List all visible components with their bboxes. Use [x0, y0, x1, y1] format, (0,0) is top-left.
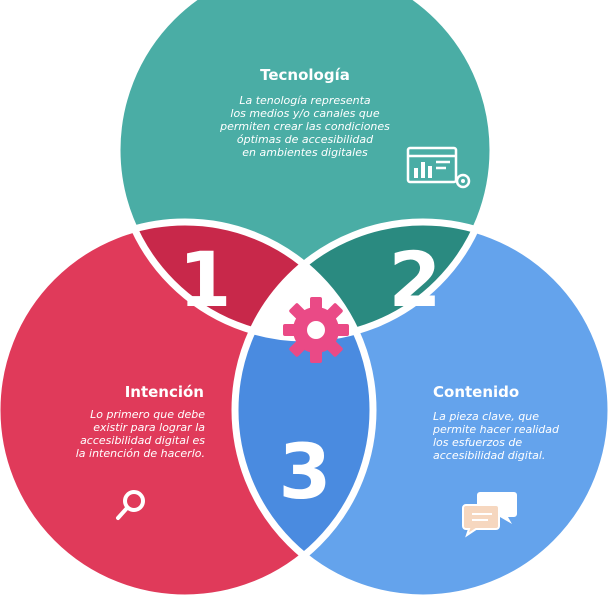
contenido-line: permite hacer realidad [433, 423, 560, 436]
contenido-line: accesibilidad digital. [433, 449, 546, 462]
chat-bubbles-icon [462, 492, 517, 538]
contenido-description: La pieza clave, que permite hacer realid… [433, 410, 593, 462]
intencion-line: existir para lograr la [93, 421, 205, 434]
search-icon [116, 490, 145, 520]
tecnologia-line: permiten crear las condiciones [220, 120, 390, 133]
number-2: 2 [389, 235, 442, 324]
intencion-line: Lo primero que debe [90, 408, 205, 421]
intencion-outline [0, 218, 377, 597]
intencion-line: accesibilidad digital es [80, 434, 205, 447]
contenido-line: La pieza clave, que [433, 410, 540, 423]
gear-icon [283, 297, 349, 363]
tecnologia-line: La tenología representa [239, 94, 371, 107]
contenido-title: Contenido [433, 383, 520, 401]
dashboard-settings-icon [406, 146, 471, 189]
intencion-line: la intención de hacerlo. [75, 447, 205, 460]
tecnologia-title: Tecnología [260, 66, 350, 84]
tecnologia-line: en ambientes digitales [242, 146, 368, 159]
number-3: 3 [279, 427, 332, 516]
intencion-title: Intención [124, 383, 204, 401]
tecnologia-line: óptimas de accesibilidad [236, 133, 374, 146]
intencion-description: Lo primero que debe existir para lograr … [30, 408, 205, 460]
number-1: 1 [179, 235, 232, 324]
tecnologia-description: La tenología representa los medios y/o c… [200, 94, 410, 159]
contenido-line: los esfuerzos de [433, 436, 523, 449]
tecnologia-line: los medios y/o canales que [230, 107, 380, 120]
contenido-outline [231, 218, 609, 597]
